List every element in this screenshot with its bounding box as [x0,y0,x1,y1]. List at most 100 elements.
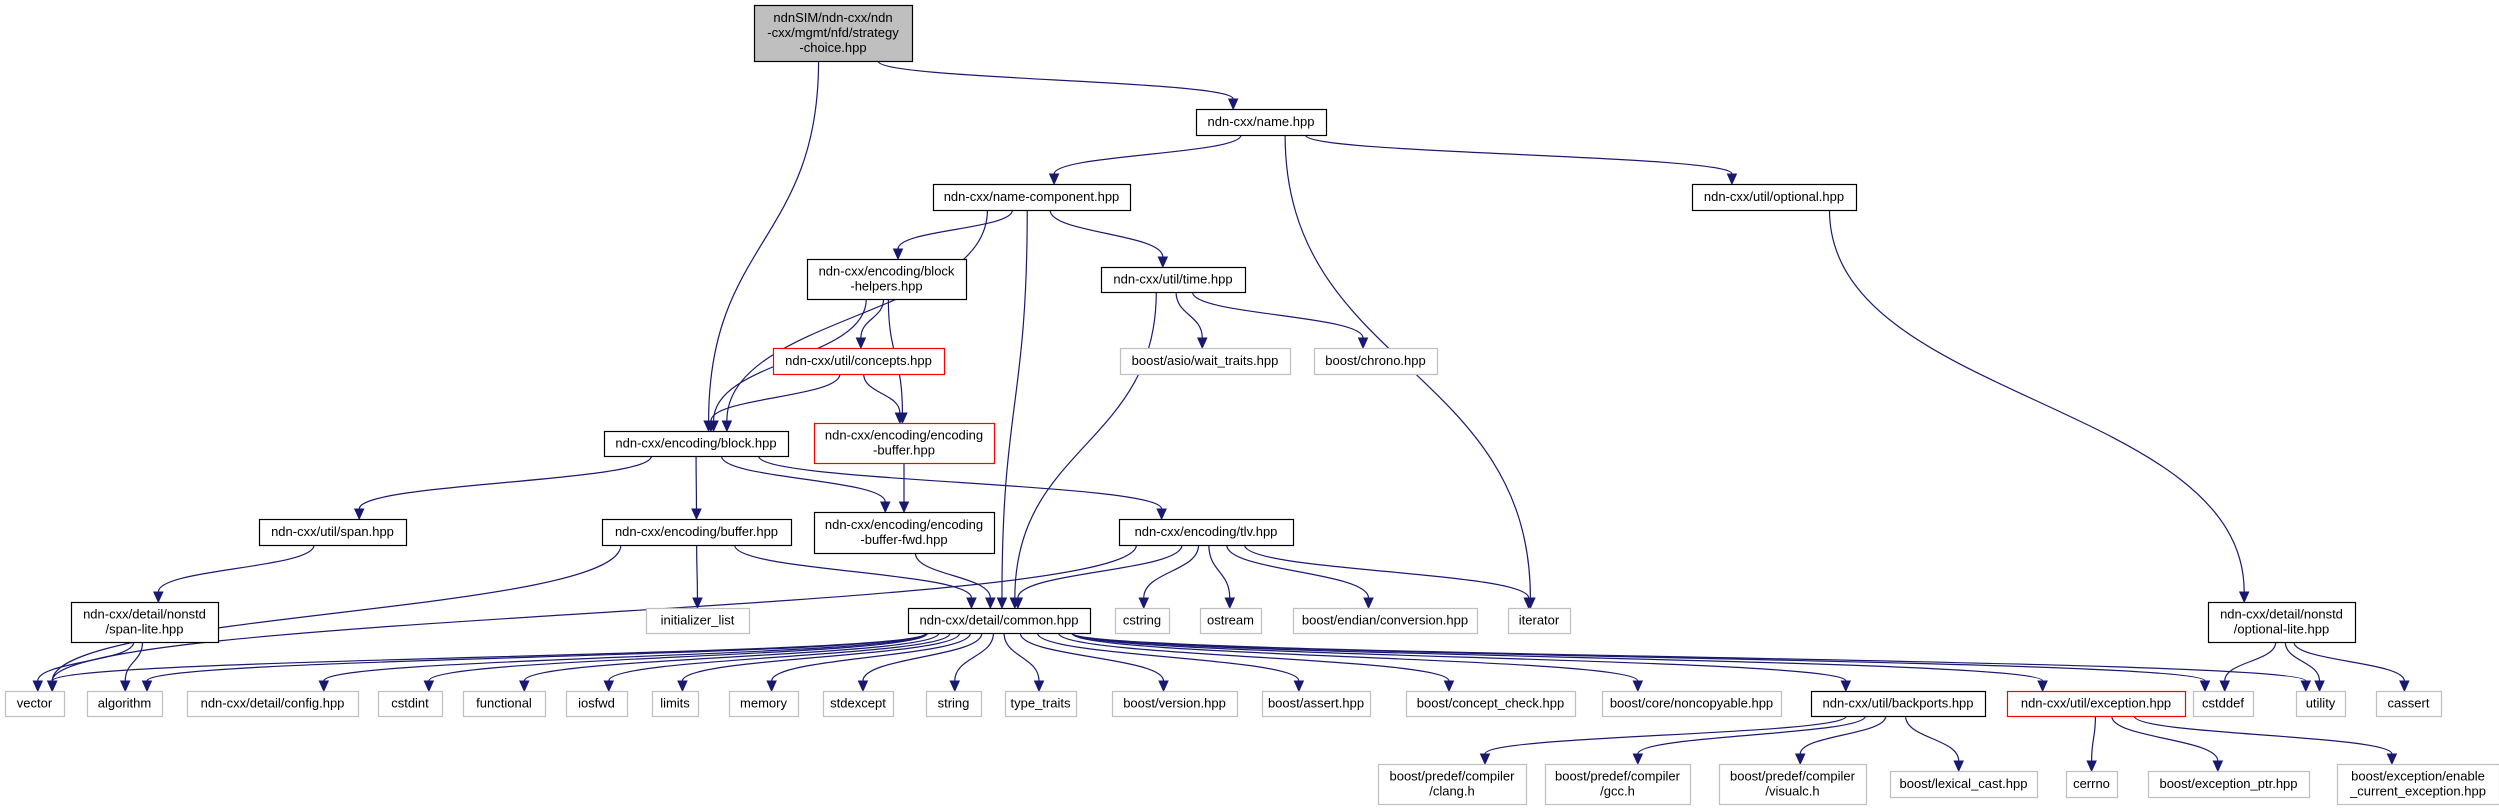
edge-name-component-to-common [1001,209,1028,599]
node-common[interactable]: ndn-cxx/detail/common.hpp [907,607,1092,635]
node-box [1261,690,1372,718]
node-cstdint[interactable]: cstdint [377,690,444,718]
node-label: cstring [1123,613,1161,628]
node-box [1292,607,1479,635]
node-visualc[interactable]: boost/predef/compiler/visualc.h [1718,763,1868,806]
arrowhead-icon [2199,680,2211,693]
node-buffer-fwd[interactable]: ndn-cxx/encoding/encoding-buffer-fwd.hpp [813,511,996,555]
node-iterator[interactable]: iterator [1507,607,1572,635]
edge-concepts-to-encoding-buffer [863,373,901,414]
node-config[interactable]: ndn-cxx/detail/config.hpp [186,690,360,718]
node-label: -helpers.hpp [850,279,922,294]
node-algorithm[interactable]: algorithm [86,690,164,718]
edge-tlv-to-common [1017,544,1183,599]
node-tlv[interactable]: ndn-cxx/encoding/tlv.hpp [1118,518,1295,547]
node-label: ndn-cxx/encoding/block.hpp [615,436,776,451]
node-box [932,183,1132,212]
node-backports[interactable]: ndn-cxx/util/backports.hpp [1810,690,1987,718]
arrowhead-icon [423,680,435,693]
node-time[interactable]: ndn-cxx/util/time.hpp [1100,266,1247,294]
node-cassert[interactable]: cassert [2375,690,2443,718]
node-concepts[interactable]: ndn-cxx/util/concepts.hpp [772,347,946,376]
node-stdexcept[interactable]: stdexcept [822,690,895,718]
node-span[interactable]: ndn-cxx/util/span.hpp [258,518,408,547]
edge-name-to-name-component [1053,134,1242,175]
node-lexical-cast[interactable]: boost/lexical_cast.hpp [1889,770,2039,799]
node-label: boost/core/noncopyable.hpp [1610,696,1773,711]
arrowhead-icon [996,597,1008,610]
node-box [2147,770,2311,799]
arrowhead-icon [46,680,58,693]
node-box [603,430,790,458]
node-label: ostream [1207,613,1254,628]
edge-buffer-to-common [734,544,973,599]
node-name[interactable]: ndn-cxx/name.hpp [1195,108,1328,137]
arrowhead-icon [32,680,44,693]
node-label: _current_exception.hpp [2349,784,2486,799]
node-optional[interactable]: ndn-cxx/util/optional.hpp [1691,183,1858,212]
arrowhead-icon [880,501,891,514]
node-root[interactable]: ndnSIM/ndn-cxx/ndn-cxx/mgmt/nfd/strategy… [753,4,914,63]
node-functional[interactable]: functional [462,690,547,718]
node-boost-version[interactable]: boost/version.hpp [1111,690,1239,718]
arrowhead-icon [898,501,910,514]
node-label: ndn-cxx/detail/config.hpp [201,696,345,711]
node-box [1199,607,1263,635]
node-type-traits[interactable]: type_traits [1004,690,1078,718]
node-box [1601,690,1783,718]
node-label: -buffer.hpp [873,443,935,458]
node-name-component[interactable]: ndn-cxx/name-component.hpp [932,183,1132,212]
node-label: vector [17,696,53,711]
arrowhead-icon [1197,337,1208,350]
node-clang[interactable]: boost/predef/compiler/clang.h [1377,763,1528,806]
node-iosfwd[interactable]: iosfwd [565,690,629,718]
node-box [2375,690,2443,718]
node-label: boost/predef/compiler [1389,769,1515,784]
node-noncopyable[interactable]: boost/core/noncopyable.hpp [1601,690,1783,718]
node-cstring[interactable]: cstring [1114,607,1171,635]
node-wait-traits[interactable]: boost/asio/wait_traits.hpp [1119,347,1292,376]
node-label: boost/exception_ptr.hpp [2159,776,2297,791]
arrowhead-icon [1726,173,1738,186]
node-gcc[interactable]: boost/predef/compiler/gcc.h [1544,763,1692,806]
node-span-lite[interactable]: ndn-cxx/detail/nonstd/span-lite.hpp [70,601,220,644]
node-memory[interactable]: memory [728,690,800,718]
node-string[interactable]: string [925,690,983,718]
edge-common-to-utility [1071,632,2307,682]
node-enable-current-exception[interactable]: boost/exception/enable_current_exception… [2336,763,2499,806]
edge-optional-lite-to-utility [2284,641,2321,682]
node-block-helpers[interactable]: ndn-cxx/encoding/block-helpers.hpp [806,258,968,301]
node-box [377,690,444,718]
node-block[interactable]: ndn-cxx/encoding/block.hpp [603,430,790,458]
node-box [1114,607,1171,635]
edge-concepts-to-block [710,373,841,422]
node-exception-ptr[interactable]: boost/exception_ptr.hpp [2147,770,2311,799]
arrowhead-icon [691,508,702,521]
node-box [2192,690,2255,718]
node-label: limits [660,696,690,711]
node-chrono[interactable]: boost/chrono.hpp [1313,347,1439,376]
node-utility[interactable]: utility [2295,690,2347,718]
node-boost-assert[interactable]: boost/assert.hpp [1261,690,1372,718]
edge-common-to-functional [523,632,940,682]
node-vector[interactable]: vector [4,690,66,718]
node-box [925,690,983,718]
node-limits[interactable]: limits [651,690,700,718]
node-initializer-list[interactable]: initializer_list [645,607,751,635]
node-encoding-buffer[interactable]: ndn-cxx/encoding/encoding-buffer.hpp [813,422,996,465]
arrowhead-icon [1794,753,1806,766]
node-optional-lite[interactable]: ndn-cxx/detail/nonstd/optional-lite.hpp [2207,601,2357,644]
arrowhead-icon [353,508,365,521]
edge-block-to-tlv [757,455,1163,510]
edge-backports-to-clang [1484,715,1847,755]
node-concept-check[interactable]: boost/concept_check.hpp [1405,690,1577,718]
node-cstddef[interactable]: cstddef [2192,690,2255,718]
node-box [1405,690,1577,718]
node-buffer[interactable]: ndn-cxx/encoding/buffer.hpp [601,518,793,547]
node-ostream[interactable]: ostream [1199,607,1263,635]
node-exception[interactable]: ndn-cxx/util/exception.hpp [2006,690,2187,718]
arrowhead-icon [677,680,688,693]
node-endian[interactable]: boost/endian/conversion.hpp [1292,607,1479,635]
node-cerrno[interactable]: cerrno [2065,770,2119,799]
arrowhead-icon [1138,597,1150,610]
